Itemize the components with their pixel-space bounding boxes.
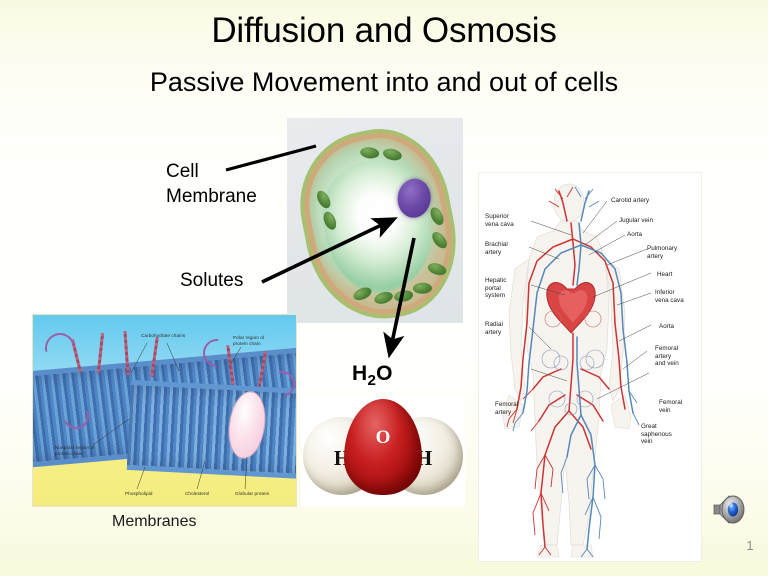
h2o-o: O: [376, 362, 393, 385]
chloroplast: [429, 229, 450, 251]
membrane-label-polar-region: Polar region of protein chain: [233, 335, 265, 346]
membrane-diagram-image[interactable]: Carbohydrate chains Polar region of prot…: [32, 314, 297, 507]
circulatory-system-drawing: [502, 183, 652, 558]
circ-label-pulmonary-artery: Pulmonary artery: [647, 245, 678, 260]
chloroplast: [426, 261, 448, 278]
h2o-formula-label: H2O: [352, 362, 393, 389]
chloroplast: [393, 289, 414, 303]
chloroplast: [351, 285, 374, 303]
slide-number: 1: [746, 538, 754, 553]
circ-label-superior-vena-cava: Superior vena cava: [485, 213, 514, 228]
membrane-label-cholesterol: Cholesterol: [185, 491, 210, 496]
circ-label-jugular-vein: Jugular vein: [619, 217, 653, 224]
water-molecule-image[interactable]: H H O: [301, 395, 465, 507]
circ-label-hepatic-portal: Hepatic portal system: [485, 277, 507, 300]
circ-label-femoral-artery-left: Femoral artery: [495, 401, 519, 416]
circ-label-femoral-vein: Femoral vein: [659, 399, 683, 414]
callout-cell-membrane: Cell Membrane: [166, 161, 257, 207]
slide-title: Diffusion and Osmosis: [211, 11, 557, 50]
membrane-label-globular-protein: Globular protein: [235, 491, 270, 496]
membrane-label-nonpolar-region: Nonpolar region of protein chain: [55, 445, 95, 456]
oxygen-symbol: O: [375, 427, 391, 448]
membrane-label-carbohydrate-chains: Carbohydrate chains: [141, 333, 186, 338]
circ-label-inferior-vena-cava: Inferior vena cava: [655, 289, 684, 304]
oxygen-atom: O: [344, 399, 422, 495]
plant-cell-image[interactable]: [287, 118, 463, 323]
circ-label-aorta-top: Aorta: [627, 231, 643, 238]
membrane-label-phospholipid: Phospholipid: [125, 491, 153, 496]
callout-solutes: Solutes: [180, 270, 244, 291]
chloroplast: [359, 146, 380, 160]
h2o-h: H: [352, 362, 368, 385]
heart-shape: [546, 282, 596, 334]
circ-label-carotid-artery: Carotid artery: [611, 197, 650, 204]
membranes-caption: Membranes: [112, 513, 197, 530]
circ-label-great-saphenous-vein: Great saphenous vein: [641, 423, 672, 446]
chloroplast: [412, 282, 433, 294]
circ-label-femoral-artery-and-vein: Femoral artery and vein: [655, 345, 679, 368]
circ-label-aorta-lower: Aorta: [659, 323, 675, 330]
circ-label-radial-artery: Radial artery: [485, 321, 503, 336]
slide-subtitle: Passive Movement into and out of cells: [149, 67, 619, 97]
membrane-leader-lines: [92, 342, 248, 490]
chloroplast: [427, 205, 447, 228]
speaker-icon[interactable]: [709, 489, 749, 527]
circ-label-brachial-artery: Brachial artery: [485, 241, 508, 256]
circ-label-heart: Heart: [657, 271, 673, 278]
h2o-subscript: 2: [367, 372, 377, 390]
plant-cell-wall: [287, 118, 463, 323]
circulatory-system-image[interactable]: Superior vena cava Brachial artery Hepat…: [478, 172, 702, 562]
